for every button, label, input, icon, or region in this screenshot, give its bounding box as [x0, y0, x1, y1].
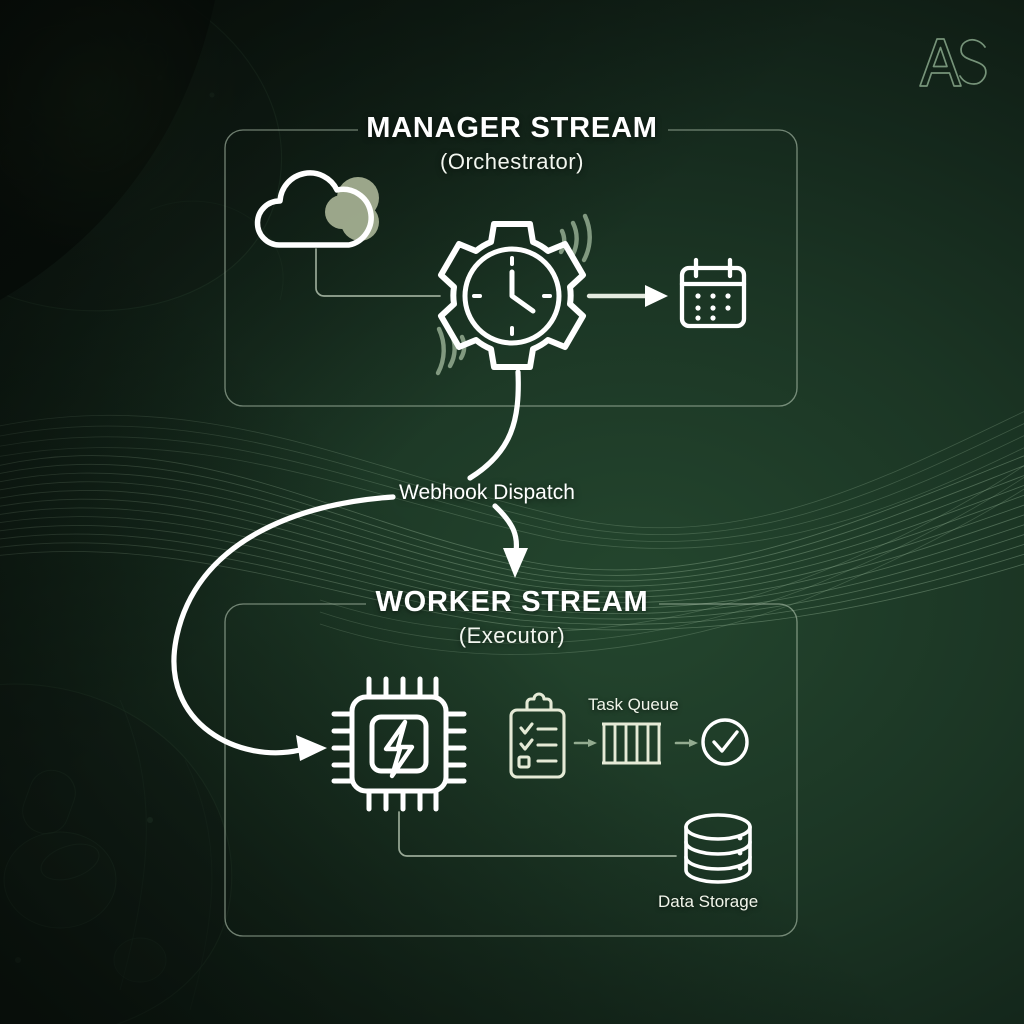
manager-title-text: MANAGER STREAM [366, 112, 658, 144]
task-queue-label: Task Queue [588, 695, 679, 714]
manager-subtitle-text: (Orchestrator) [440, 149, 584, 174]
as-monogram-logo [919, 38, 987, 87]
data-storage-label: Data Storage [658, 892, 759, 911]
manager-panel-title: MANAGER STREAM (Orchestrator) [0, 112, 1024, 175]
worker-subtitle-text: (Executor) [458, 623, 566, 648]
worker-title-text: WORKER STREAM [375, 586, 649, 618]
worker-panel-title: WORKER STREAM (Executor) [0, 586, 1024, 649]
webhook-dispatch-label: Webhook Dispatch [399, 481, 575, 504]
